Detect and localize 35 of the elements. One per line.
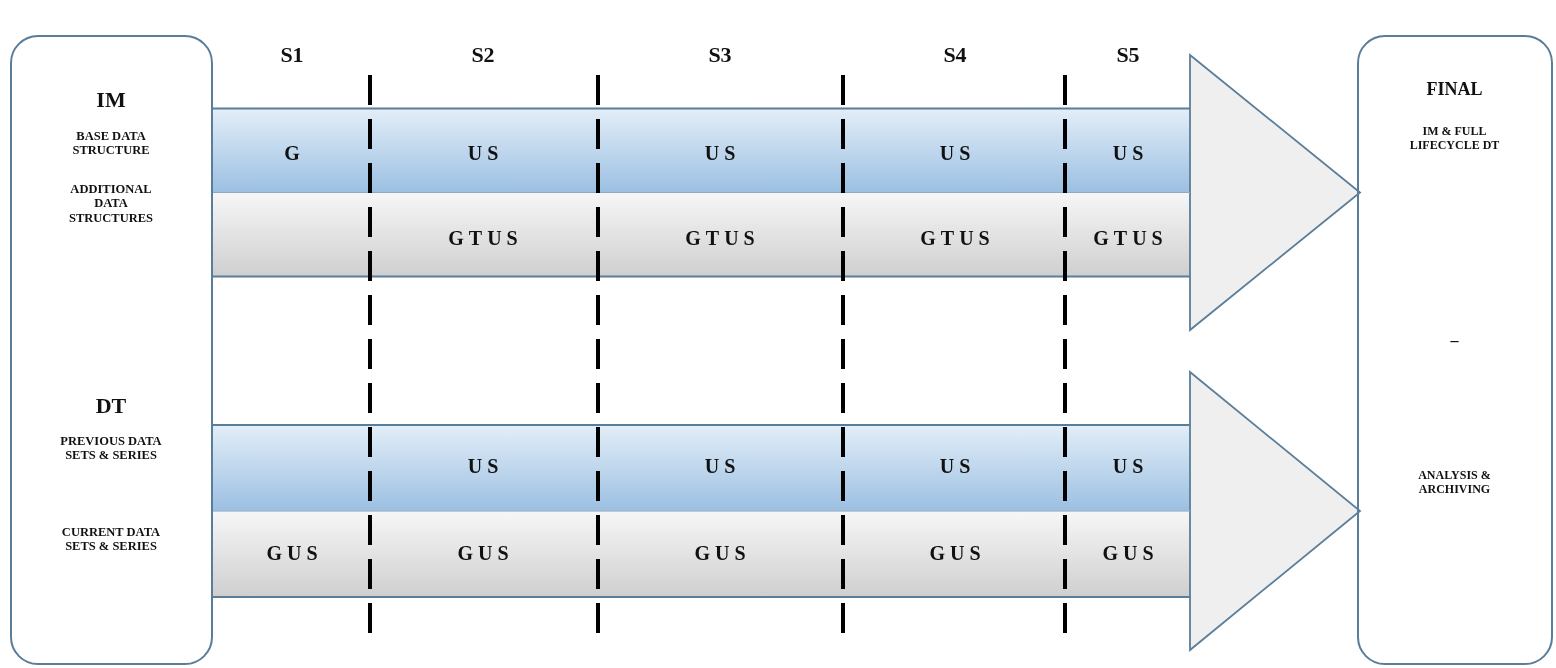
cell-text: US — [703, 454, 741, 478]
box-heading: DT — [94, 393, 128, 419]
cell-text: US — [1111, 454, 1149, 478]
cell-text: GTUS — [447, 226, 523, 250]
cell-text: GUS — [1101, 541, 1159, 565]
cell-text: GUS — [265, 541, 323, 565]
cell-text: US — [938, 141, 976, 165]
cell-text: GTUS — [1092, 226, 1168, 250]
rounded-box — [10, 35, 213, 665]
box-text: ANALYSIS & ARCHIVING — [1417, 469, 1492, 497]
cell-text: US — [703, 141, 741, 165]
box-heading: – — [1449, 332, 1460, 351]
box-heading: FINAL — [1425, 79, 1484, 100]
stage-heading: S2 — [471, 42, 495, 68]
box-text: BASE DATA STRUCTURE — [71, 129, 151, 158]
stage-heading: S4 — [943, 42, 967, 68]
cell-text: US — [938, 454, 976, 478]
stage-heading: S3 — [708, 42, 732, 68]
cell-text: GUS — [456, 541, 514, 565]
cell-text: GUS — [928, 541, 986, 565]
rounded-box — [1357, 35, 1553, 665]
box-text: IM & FULL LIFECYCLE DT — [1408, 125, 1501, 153]
box-heading: IM — [95, 87, 127, 113]
box-text: CURRENT DATA SETS & SERIES — [60, 525, 162, 554]
stage-heading: S1 — [280, 42, 304, 68]
cell-text: GTUS — [684, 226, 760, 250]
cell-text: US — [466, 454, 504, 478]
cell-text: GTUS — [919, 226, 995, 250]
cell-text: G — [283, 141, 305, 165]
cell-text: US — [466, 141, 504, 165]
cell-text: US — [1111, 141, 1149, 165]
box-text: ADDITIONAL DATA STRUCTURES — [67, 182, 155, 226]
cell-text: GUS — [693, 541, 751, 565]
box-text: PREVIOUS DATA SETS & SERIES — [59, 434, 163, 463]
stage-heading: S5 — [1116, 42, 1140, 68]
